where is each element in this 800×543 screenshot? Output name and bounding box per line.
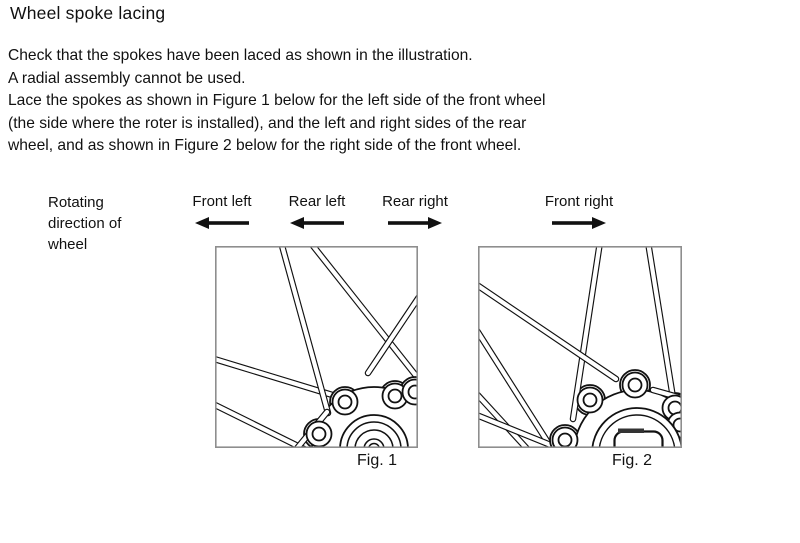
paragraph-line: Check that the spokes have been laced as… [8, 47, 473, 64]
direction-label: Rear left [288, 193, 346, 210]
rotation-direction-label: Rotating direction of wheel [48, 194, 122, 253]
paragraph-line: Lace the spokes as shown in Figure 1 bel… [8, 92, 546, 109]
right-arrow-icon [375, 216, 455, 235]
direction-front-right: Front right [533, 193, 625, 235]
page-title: Wheel spoke lacing [10, 3, 166, 23]
direction-rear-left: Rear left [282, 193, 352, 235]
left-arrow-icon [180, 216, 264, 235]
paragraph-line: (the side where the roter is installed),… [8, 114, 527, 132]
spokes-under [207, 239, 425, 455]
axle-notch [618, 428, 644, 433]
figure-frame [478, 246, 682, 448]
direction-front-left: Front left [180, 193, 264, 235]
figure-1-caption: Fig. 1 [356, 452, 397, 469]
axle-square-opening [613, 428, 664, 475]
right-arrow-icon [533, 216, 625, 235]
wheel-hub-drawing-fig1 [207, 238, 437, 512]
left-arrow-icon [282, 216, 352, 235]
direction-rear-right: Rear right [375, 193, 455, 235]
direction-label: Front right [544, 193, 614, 210]
direction-label: Rear right [382, 193, 448, 210]
spokes-over [470, 238, 689, 423]
instruction-paragraph: Check that the spokes have been laced as… [8, 45, 738, 158]
direction-label: Front left [192, 193, 252, 210]
figure-1 [207, 238, 437, 512]
figure-2-caption: Fig. 2 [611, 452, 652, 469]
paragraph-line: wheel, and as shown in Figure 2 below fo… [8, 137, 522, 154]
paragraph-line: A radial assembly cannot be used. [8, 69, 246, 87]
wheel-hub-drawing-fig2 [470, 238, 701, 517]
figure-frame [215, 246, 418, 448]
figure-2 [470, 238, 701, 517]
